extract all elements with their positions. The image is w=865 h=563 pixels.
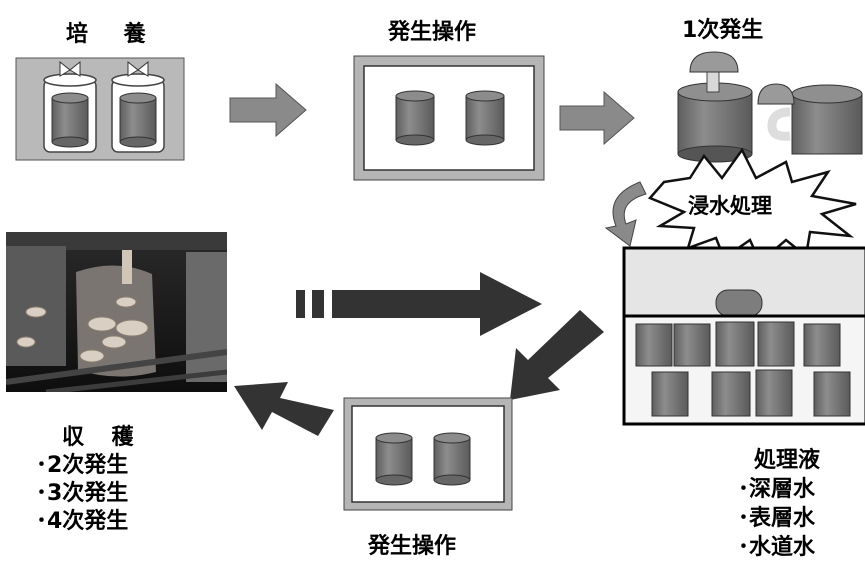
harvest-block: 収 穫 ･2次発生 ･3次発生 ･4次発生 bbox=[36, 424, 144, 536]
first-flush-blocks bbox=[677, 51, 863, 163]
fruiting-operation-label-top: 発生操作 bbox=[388, 20, 477, 45]
culture-label: 培 養 bbox=[66, 22, 160, 47]
harvest-photo bbox=[6, 232, 227, 392]
culture-bottle-1 bbox=[43, 60, 97, 153]
dashed-long-arrow bbox=[296, 272, 542, 336]
harvest-item-4: ･4次発生 bbox=[36, 509, 129, 534]
fruiting-operation-label-bottom: 発生操作 bbox=[368, 534, 457, 559]
soaking-tank bbox=[622, 246, 865, 426]
arrow-culture-to-fruiting bbox=[229, 82, 307, 138]
solution-title: 処理液 bbox=[754, 448, 821, 473]
soaking-label: 浸水処理 bbox=[688, 194, 772, 218]
first-flush-label: 1次発生 bbox=[682, 18, 764, 43]
solution-item-deep: ･深層水 bbox=[738, 477, 816, 502]
solution-item-surface: ･表層水 bbox=[738, 506, 816, 531]
harvest-item-2: ･2次発生 bbox=[36, 453, 129, 478]
solution-block: 処理液 ･深層水 ･表層水 ･水道水 bbox=[738, 446, 820, 562]
soaking-starburst bbox=[647, 147, 857, 265]
arrow-fruiting-to-first bbox=[559, 90, 635, 146]
harvest-title: 収 穫 bbox=[62, 425, 144, 450]
fruiting-box-top bbox=[353, 55, 545, 181]
arrow-tank-to-fruiting bbox=[510, 310, 604, 400]
curved-arrow-soaking bbox=[604, 181, 647, 247]
fruiting-box-bottom bbox=[343, 397, 513, 511]
culture-bottle-2 bbox=[111, 60, 165, 153]
solution-item-tap: ･水道水 bbox=[738, 535, 816, 560]
arrow-fruiting-to-harvest bbox=[234, 382, 334, 436]
culture-box bbox=[15, 57, 185, 161]
harvest-item-3: ･3次発生 bbox=[36, 481, 129, 506]
